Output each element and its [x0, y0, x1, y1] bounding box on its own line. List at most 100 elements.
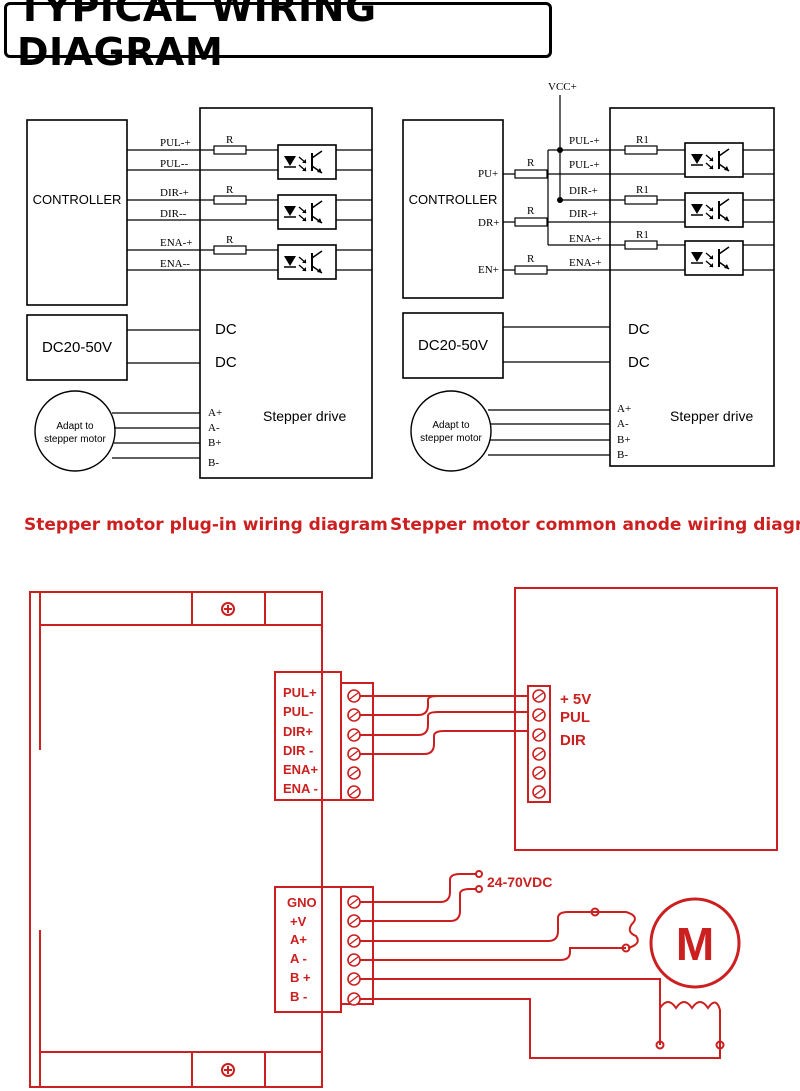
- power-box: [26, 314, 128, 381]
- controller-label: CONTROLLER: [33, 192, 122, 207]
- motor-pin-label: B-: [208, 457, 219, 469]
- controller-terminal-block: [527, 685, 551, 803]
- signal-label: PUL-+: [160, 137, 191, 149]
- dc-label: DC: [628, 321, 650, 338]
- signal-label: DIR-+: [569, 185, 598, 197]
- controller-pin-label: DR+: [478, 217, 499, 229]
- resistor-label: R: [527, 205, 535, 217]
- dc-label: DC: [215, 354, 237, 371]
- screw-terminal-icon: [347, 689, 361, 703]
- screw-terminal-icon: [347, 728, 361, 742]
- drive-housing: [29, 591, 323, 1088]
- right-caption: Stepper motor common anode wiring diagra…: [390, 515, 800, 535]
- motor-label: Adapt to: [56, 421, 94, 432]
- signal-label: DIR-+: [160, 187, 189, 199]
- power-label: DC20-50V: [42, 339, 112, 356]
- supply-label: 24-70VDC: [487, 874, 552, 890]
- power-box: [402, 312, 504, 379]
- motor-label: Adapt to: [432, 420, 470, 431]
- optocoupler-icon: [277, 194, 337, 230]
- resistor-label: R: [226, 184, 234, 196]
- screw-terminal-icon: [532, 689, 546, 703]
- page-title: TYPICAL WIRING DIAGRAM: [17, 0, 377, 74]
- optocoupler-icon: [684, 142, 744, 178]
- dc-label: DC: [215, 321, 237, 338]
- screw-terminal-icon: [532, 708, 546, 722]
- signal-label: DIR-+: [569, 208, 598, 220]
- motor-pin-label: A-: [208, 422, 220, 434]
- terminal-label: B +: [290, 970, 311, 985]
- motor-label: stepper motor: [44, 434, 106, 445]
- title-box: TYPICAL WIRING DIAGRAM: [4, 0, 552, 74]
- power-label: DC20-50V: [418, 337, 488, 354]
- controller-terminal-label: PUL: [560, 709, 590, 726]
- resistor-label: R1: [636, 184, 649, 196]
- controller-pin-label: EN+: [478, 264, 499, 276]
- signal-label: PUL-+: [569, 135, 600, 147]
- resistor: [514, 169, 548, 179]
- terminal-label: B -: [290, 989, 307, 1004]
- terminal-label: ENA -: [283, 781, 318, 796]
- terminal-label: A+: [290, 932, 307, 947]
- bottom-diagram: [29, 587, 778, 1088]
- terminal-label: DIR -: [283, 743, 313, 758]
- screw-terminal-icon: [347, 895, 361, 909]
- controller-pin-label: PU+: [478, 168, 498, 180]
- signal-label: PUL-+: [569, 159, 600, 171]
- right-diagram: CONTROLLER VCC+ PU+ DR+ EN+ R R: [402, 81, 775, 472]
- optocoupler-icon: [277, 144, 337, 180]
- screw-terminal-icon: [347, 747, 361, 761]
- controller-terminal-label: + 5V: [560, 691, 591, 708]
- screw-terminal-icon: [532, 728, 546, 742]
- dc-label: DC: [628, 354, 650, 371]
- resistor-label: R1: [636, 134, 649, 146]
- vcc-label: VCC+: [548, 81, 577, 93]
- resistor-label: R: [226, 234, 234, 246]
- motor-pin-label: A+: [617, 403, 631, 415]
- terminal-label: ENA+: [283, 762, 318, 777]
- controller-terminal-label: DIR: [560, 732, 586, 749]
- controller-box: [402, 119, 504, 299]
- resistor-label: R: [527, 157, 535, 169]
- signal-label: ENA--: [160, 258, 190, 270]
- screw-terminal-icon: [347, 992, 361, 1006]
- signal-terminal-block: [340, 682, 374, 801]
- mounting-screw-icon: [221, 1063, 235, 1077]
- terminal-label: +V: [290, 914, 307, 929]
- terminal-label: A -: [290, 951, 307, 966]
- signal-label: PUL--: [160, 158, 188, 170]
- motor-label: stepper motor: [420, 433, 482, 444]
- controller-label: CONTROLLER: [409, 192, 498, 207]
- resistor: [514, 265, 548, 275]
- screw-terminal-icon: [347, 785, 361, 799]
- motor-letter: M: [676, 918, 714, 970]
- signal-label: ENA-+: [569, 233, 601, 245]
- resistor: [213, 145, 247, 155]
- motor-circle: [34, 390, 116, 472]
- controller-box: [514, 587, 778, 851]
- optocoupler-icon: [277, 244, 337, 280]
- terminal-label: PUL+: [283, 685, 317, 700]
- motor-pin-label: B-: [617, 449, 628, 461]
- motor-pin-label: A+: [208, 407, 222, 419]
- left-caption: Stepper motor plug-in wiring diagram: [24, 515, 388, 535]
- resistor: [514, 217, 548, 227]
- optocoupler-icon: [684, 192, 744, 228]
- motor-pin-label: A-: [617, 418, 629, 430]
- terminal-label: DIR+: [283, 724, 313, 739]
- resistor: [213, 245, 247, 255]
- motor-icon: [649, 897, 741, 989]
- resistor: [624, 195, 658, 205]
- drive-label: Stepper drive: [263, 408, 346, 424]
- resistor-label: R1: [636, 229, 649, 241]
- screw-terminal-icon: [347, 934, 361, 948]
- resistor-label: R: [226, 134, 234, 146]
- resistor-label: R: [527, 253, 535, 265]
- resistor: [624, 240, 658, 250]
- screw-terminal-icon: [347, 708, 361, 722]
- screw-terminal-icon: [347, 953, 361, 967]
- resistor: [213, 195, 247, 205]
- signal-label: ENA-+: [569, 257, 601, 269]
- motor-circle: [410, 390, 492, 472]
